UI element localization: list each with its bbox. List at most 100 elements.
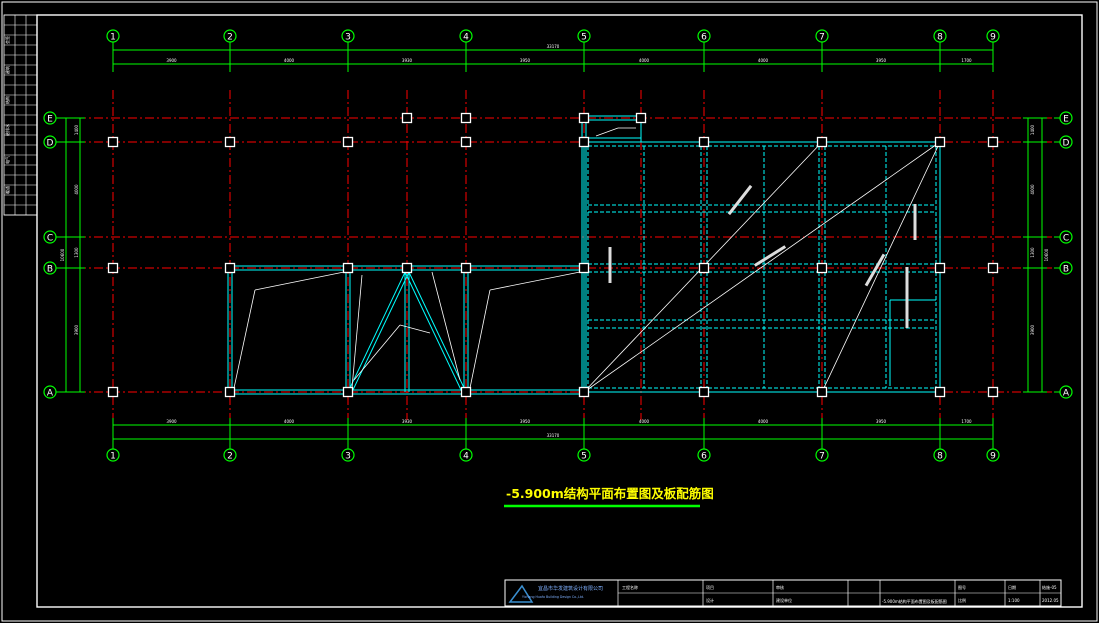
dimension-right-span: 1300	[1030, 247, 1035, 258]
company-logo-icon	[508, 584, 534, 603]
dimension-bay-bottom: 3950	[876, 419, 887, 424]
column-marker	[987, 386, 999, 398]
beam-line	[351, 271, 410, 393]
column-marker	[224, 136, 236, 148]
rebar-line	[469, 289, 491, 389]
column-marker	[460, 136, 472, 148]
side-strip-label: 建筑	[4, 66, 10, 74]
title-block-cell: 工程名称	[622, 584, 638, 590]
axis-label-4: 4	[463, 33, 469, 43]
column-marker	[934, 386, 946, 398]
columns	[107, 112, 999, 398]
rebar-annotation	[913, 204, 917, 240]
column-marker	[107, 262, 119, 274]
column-marker	[816, 386, 828, 398]
rebar-annotation	[608, 247, 612, 283]
rebar-line	[595, 127, 619, 137]
slab-diagonal	[821, 141, 941, 393]
inner-frame	[36, 14, 1083, 608]
title-block-cell: 日期	[1008, 584, 1016, 590]
axis-label-4: 4	[463, 452, 469, 462]
dimension-bay-bottom: 4000	[284, 419, 295, 424]
axis-label-3: 3	[345, 33, 351, 43]
title-block-cell: 审核	[776, 584, 784, 590]
axis-label-E: E	[1063, 115, 1069, 125]
slab-reinforcement	[233, 127, 941, 393]
column-marker	[224, 262, 236, 274]
title-block-cell: 2012.05	[1042, 598, 1059, 603]
dimension-bay-top: 3900	[166, 58, 177, 63]
side-strip-label: 结构	[4, 96, 10, 104]
dimension-left-span: 3900	[74, 324, 79, 335]
rebar-line	[351, 274, 363, 389]
column-marker	[578, 386, 590, 398]
rebar-line	[254, 271, 345, 291]
axis-label-1: 1	[110, 452, 116, 462]
side-strip-label: 会签	[4, 36, 10, 44]
rebar-line	[233, 289, 256, 389]
rebar-line	[489, 271, 581, 291]
dimension-bay-top: 3950	[876, 58, 887, 63]
title-block-company: 宜昌市华发建筑设计有限公司	[538, 585, 603, 592]
column-marker	[635, 112, 647, 124]
dimension-bay-bottom: 1700	[961, 419, 972, 424]
dimension-bay-top: 3930	[402, 58, 413, 63]
column-marker	[460, 112, 472, 124]
dimension-right-total: 10600	[1044, 248, 1049, 261]
column-marker	[460, 386, 472, 398]
dimension-left-span: 4000	[74, 184, 79, 195]
axis-label-7: 7	[819, 33, 825, 43]
rebar-annotation	[727, 184, 753, 216]
beam-line	[404, 271, 463, 393]
beam-line	[406, 267, 467, 393]
axis-label-6: 6	[701, 452, 707, 462]
axis-label-5: 5	[581, 452, 587, 462]
axis-label-C: C	[47, 234, 53, 244]
column-marker	[342, 136, 354, 148]
axis-label-C: C	[1063, 234, 1069, 244]
axis-label-5: 5	[581, 33, 587, 43]
axis-label-7: 7	[819, 452, 825, 462]
rebar-annotation	[753, 245, 787, 267]
rebar-line	[431, 271, 461, 381]
dimension-left-span: 1400	[74, 124, 79, 135]
column-marker	[342, 262, 354, 274]
column-marker	[698, 262, 710, 274]
column-marker	[401, 262, 413, 274]
dimension-bay-bottom: 3930	[402, 419, 413, 424]
dimension-right-span: 3900	[1030, 324, 1035, 335]
title-block-company-en: Yichang Huafa Building Design Co.,Ltd.	[522, 595, 584, 599]
dimension-left-span: 1300	[74, 247, 79, 258]
axis-label-A: A	[1063, 389, 1070, 399]
dimension-right-span: 4000	[1030, 184, 1035, 195]
dimension-bay-bottom: 4000	[758, 419, 769, 424]
title-block-cell: 设计	[706, 597, 714, 603]
column-marker	[578, 112, 590, 124]
side-strip-label: 给排水	[4, 124, 10, 136]
axis-label-6: 6	[701, 33, 707, 43]
dimension-bay-top: 1700	[961, 58, 972, 63]
dimension-bay-top: 4000	[284, 58, 295, 63]
column-marker	[987, 136, 999, 148]
column-marker	[401, 112, 413, 124]
title-block-cell: 1:100	[1008, 598, 1020, 603]
column-marker	[698, 386, 710, 398]
dimension-bottom-total: 33170	[547, 433, 560, 438]
rebar-annotation	[905, 292, 909, 328]
axis-label-D: D	[47, 139, 54, 149]
dimension-lines: 33170 33170 3900 3900 4000 4000 3930 3930 3950 39…	[60, 44, 1049, 446]
dimension-bay-top: 4000	[639, 58, 650, 63]
column-marker	[816, 262, 828, 274]
column-marker	[107, 136, 119, 148]
title-block-cell: 结施-05	[1042, 584, 1057, 590]
column-marker	[698, 136, 710, 148]
column-marker	[934, 136, 946, 148]
column-marker	[578, 262, 590, 274]
dimension-top-total: 33170	[547, 44, 560, 49]
dimension-left-total: 10600	[60, 248, 65, 261]
rebar-annotation	[864, 253, 886, 287]
column-marker	[342, 386, 354, 398]
